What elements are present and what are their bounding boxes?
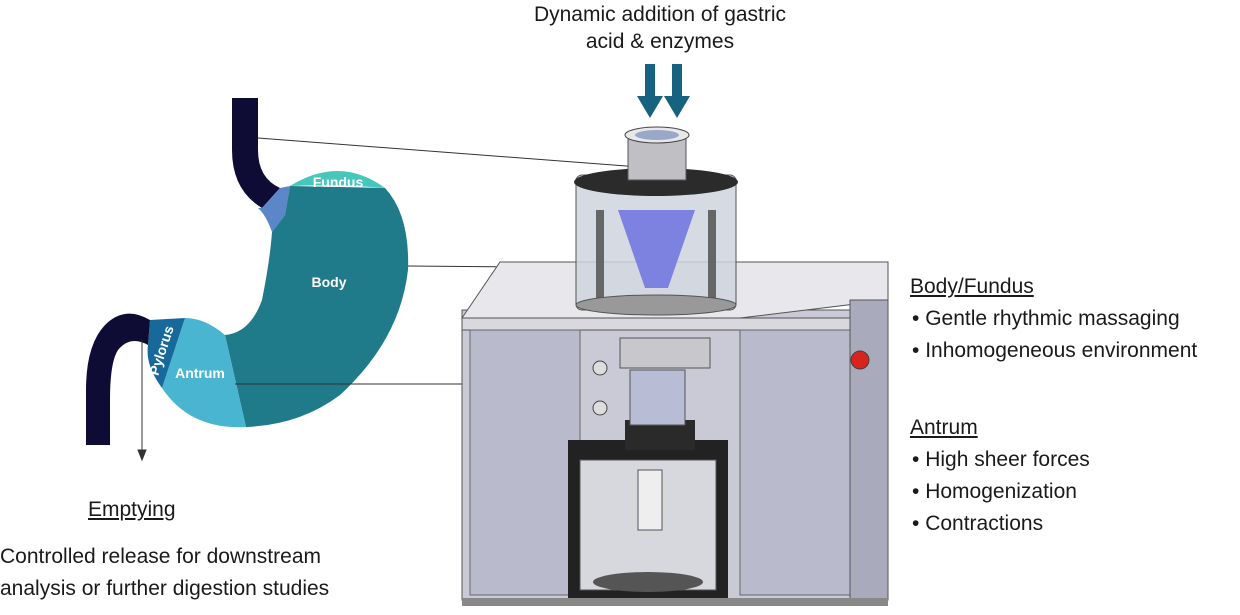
emptying-line2: analysis or further digestion studies [0, 577, 330, 600]
bullet-text: High sheer forces [925, 448, 1090, 471]
label-fundus: Fundus [313, 174, 364, 190]
antrum-bullet: • Contractions [912, 512, 1044, 535]
duodenum [86, 313, 150, 445]
top-caption: Dynamic addition of gastric acid & enzym… [500, 4, 820, 52]
top-caption-line2: acid & enzymes [585, 30, 735, 53]
esophagus [232, 98, 280, 208]
bullet-text: Gentle rhythmic massaging [925, 307, 1180, 330]
body-fundus-bullet: • Inhomogeneous environment [912, 339, 1198, 362]
stomach-body [225, 186, 409, 427]
antrum-heading: Antrum [910, 416, 978, 439]
connector-esophagus [257, 137, 653, 169]
bioreactor-machine [461, 126, 889, 606]
antrum-bullet: • Homogenization [912, 480, 1077, 503]
arrowhead-icon [137, 449, 147, 462]
pylorus-region [147, 318, 185, 388]
cardia [258, 186, 290, 232]
stomach-illustration: Fundus Body Antrum Pylorus [86, 98, 409, 445]
bullet-text: Inhomogeneous environment [925, 339, 1198, 362]
label-antrum: Antrum [175, 365, 225, 381]
addition-arrows-icon [637, 64, 690, 118]
label-body: Body [312, 274, 347, 290]
emptying-heading: Emptying [88, 498, 176, 521]
antrum-bullet: • High sheer forces [912, 448, 1090, 471]
bullet-text: Contractions [925, 512, 1044, 535]
body-fundus-heading: Body/Fundus [910, 275, 1034, 298]
top-caption-line1: Dynamic addition of gastric [533, 3, 787, 26]
bullet-text: Homogenization [925, 480, 1077, 503]
antrum-region [162, 318, 246, 428]
emptying-line1: Controlled release for downstream [0, 545, 321, 568]
body-fundus-bullet: • Gentle rhythmic massaging [912, 307, 1180, 330]
fundus [290, 170, 385, 188]
